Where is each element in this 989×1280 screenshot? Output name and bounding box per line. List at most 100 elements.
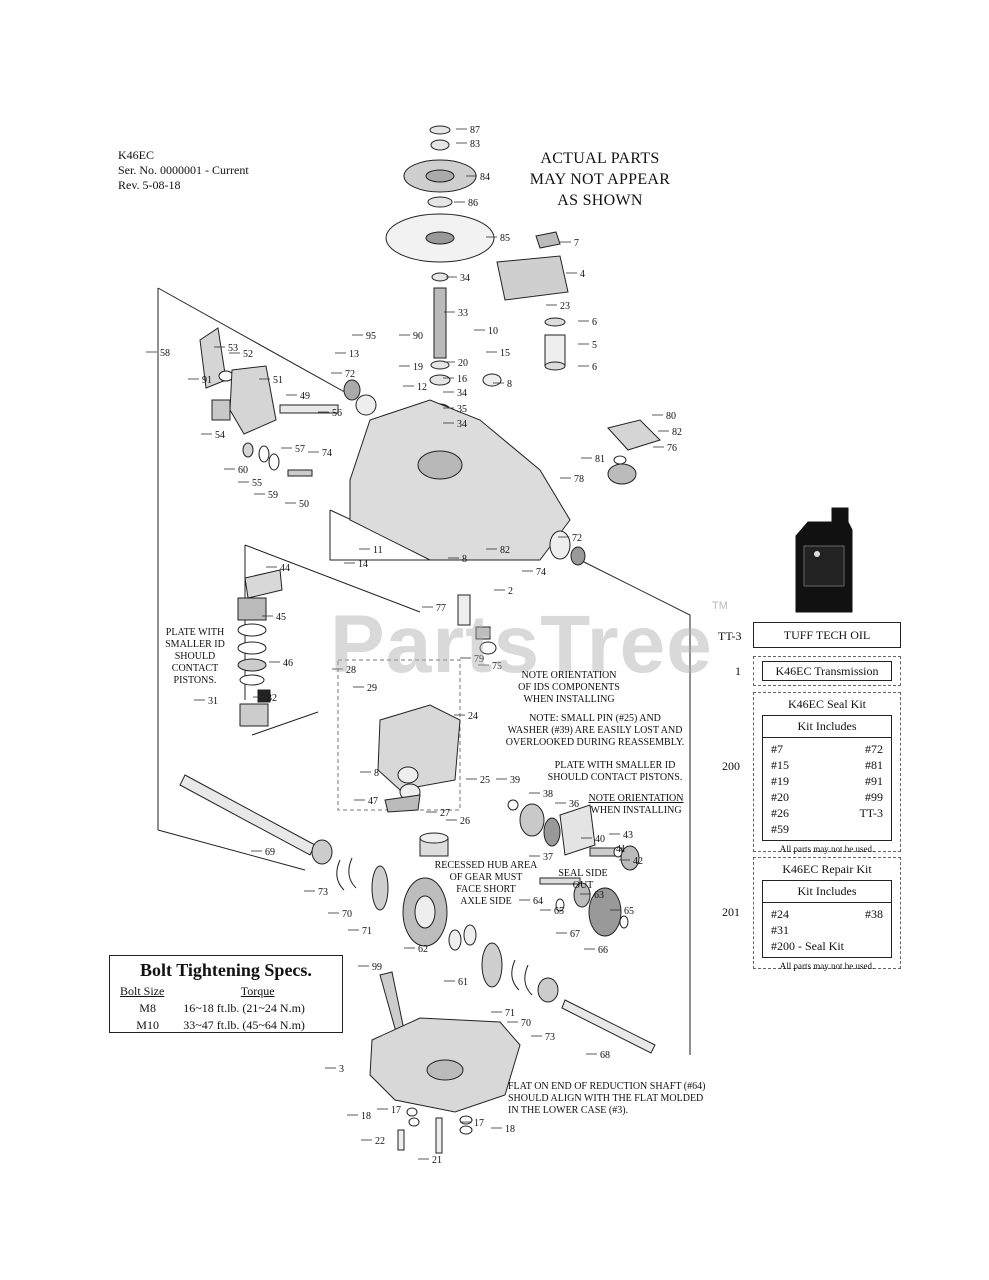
table-row: M8 16~18 ft.lb. (21~24 N.m): [139, 1001, 305, 1015]
callout-number: 76: [667, 443, 677, 454]
callout-number: 26: [460, 816, 470, 827]
reduction-gear-icon: [588, 887, 622, 937]
bypass-arm-icon: [229, 365, 277, 435]
bevel-gear-icon: [371, 865, 389, 911]
axle-shaft-right-icon: [561, 999, 656, 1054]
callout-number: 14: [358, 559, 368, 570]
callout-number: 43: [623, 830, 633, 841]
callout-number: 34: [457, 388, 467, 399]
callout-number: 36: [569, 799, 579, 810]
callout-number: 87: [470, 125, 480, 136]
callout-number: 63: [594, 890, 604, 901]
cap-icon: [535, 231, 561, 249]
sealant-tube-icon: [379, 971, 405, 1033]
repair-kit-title: K46EC Repair Kit: [782, 862, 872, 876]
callout-number: 90: [413, 331, 423, 342]
differential-gear-icon: [481, 942, 503, 988]
callout-number: 70: [342, 909, 352, 920]
callout-number: 68: [600, 1050, 610, 1061]
ref-repair-kit: 201: [722, 905, 740, 919]
callout-number: 21: [432, 1155, 442, 1166]
callout-number: 73: [318, 887, 328, 898]
callout-number: 24: [468, 711, 478, 722]
transmission-box: K46EC Transmission: [753, 656, 901, 686]
specs-header-size: Bolt Size: [120, 984, 165, 998]
callout-number: 38: [543, 789, 553, 800]
callout-number: 19: [413, 362, 423, 373]
callout-number: 54: [215, 430, 225, 441]
control-shaft-icon: [279, 404, 339, 414]
callout-number: 18: [505, 1124, 515, 1135]
callout-number: 53: [228, 343, 238, 354]
callout-number: 8: [462, 554, 467, 565]
callout-number: 77: [436, 603, 446, 614]
callout-number: 2: [508, 586, 513, 597]
callout-number: 80: [666, 411, 676, 422]
callout-number: 51: [273, 375, 283, 386]
specs-header-torque: Torque: [240, 984, 275, 998]
callout-number: 71: [505, 1008, 515, 1019]
brake-arm-icon: [607, 419, 661, 451]
callout-number: 59: [268, 490, 278, 501]
diagram-header: K46EC Ser. No. 0000001 - Current Rev. 5-…: [118, 148, 249, 193]
callout-number: 29: [367, 683, 377, 694]
callout-number: 34: [457, 419, 467, 430]
callout-number: 57: [295, 444, 305, 455]
callout-number: 73: [545, 1032, 555, 1043]
callout-number: 12: [417, 382, 427, 393]
tuff-tech-oil-label: TUFF TECH OIL: [753, 622, 901, 648]
callout-number: 82: [672, 427, 682, 438]
callout-number: 86: [468, 198, 478, 209]
callout-number: 56: [332, 408, 342, 419]
callout-number: 91: [202, 375, 212, 386]
nut-icon: [429, 125, 451, 135]
oil-bottle-icon: [795, 507, 853, 613]
callout-number: 39: [510, 775, 520, 786]
repair-kit-box: K46EC Repair Kit Kit Includes #24#38 #31…: [753, 857, 901, 971]
callout-number: 6: [592, 317, 597, 328]
callout-number: 85: [500, 233, 510, 244]
callout-number: 66: [598, 945, 608, 956]
callout-number: 72: [572, 533, 582, 544]
reduction-shaft-icon: [539, 877, 581, 885]
callout-number: 45: [276, 612, 286, 623]
callout-number: 16: [457, 374, 467, 385]
callout-number: 20: [458, 358, 468, 369]
repair-kit-items: #24#38 #31 #200 - Seal Kit: [771, 907, 883, 953]
callout-number: 65: [624, 906, 634, 917]
callout-number: 17: [391, 1105, 401, 1116]
callout-number: 31: [208, 696, 218, 707]
note-flat-end: FLAT ON END OF REDUCTION SHAFT (#64)SHOU…: [508, 1081, 706, 1116]
snap-ring-icon: [431, 272, 449, 282]
slipper-icon: [244, 569, 283, 599]
callout-number: 95: [366, 331, 376, 342]
callout-number: 81: [595, 454, 605, 465]
callout-number: 17: [474, 1118, 484, 1129]
revision-date: Rev. 5-08-18: [118, 178, 181, 192]
callout-number: 4: [580, 269, 585, 280]
seal-kit-title: K46EC Seal Kit: [788, 697, 866, 711]
callout-number: 8: [374, 768, 379, 779]
cylinder-block-icon: [237, 597, 267, 621]
callout-number: 34: [460, 273, 470, 284]
ref-seal-kit: 200: [722, 759, 740, 773]
motor-block-icon: [519, 803, 545, 837]
callout-number: 47: [368, 796, 378, 807]
callout-number: 7: [574, 238, 579, 249]
callout-number: 27: [440, 808, 450, 819]
input-shaft-icon: [433, 287, 447, 359]
callout-number: 69: [265, 847, 275, 858]
center-section-icon: [377, 704, 461, 791]
callout-number: 70: [521, 1018, 531, 1029]
callout-number: 35: [457, 404, 467, 415]
table-row: M10 33~47 ft.lb. (45~64 N.m): [136, 1018, 305, 1032]
callout-number: 64: [533, 896, 543, 907]
callout-number: 71: [362, 926, 372, 937]
washer-icon: [430, 139, 450, 151]
repair-kit-footnote: All parts may not be used.: [779, 961, 875, 971]
callout-number: 13: [349, 349, 359, 360]
